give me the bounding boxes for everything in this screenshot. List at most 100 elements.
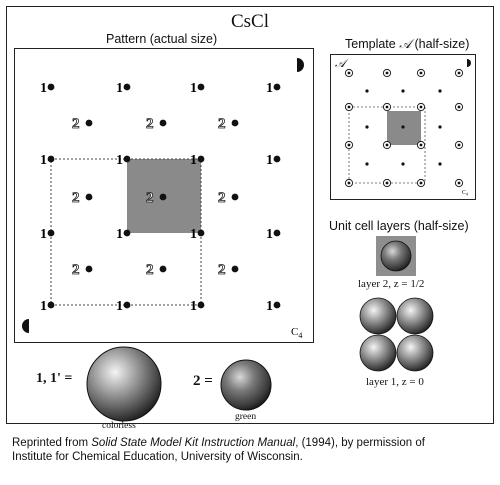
site-dot — [123, 155, 131, 163]
site-label-1: 1 — [40, 299, 47, 314]
site-dot — [47, 301, 55, 309]
template-dot-site — [365, 162, 369, 166]
site-label-1: 1 — [116, 299, 123, 314]
template-dot-site — [365, 89, 369, 93]
template-ring-center — [385, 105, 389, 109]
green-sphere-shape — [220, 359, 272, 411]
site-label-1: 1 — [266, 227, 273, 242]
site-dot — [197, 83, 205, 91]
site-dot — [197, 229, 205, 237]
site-dot — [273, 229, 281, 237]
site-dot — [85, 193, 93, 201]
site-dot — [123, 229, 131, 237]
site-label-1: 1 — [40, 81, 47, 96]
site-dot — [197, 301, 205, 309]
site-label-1: 1 — [190, 81, 197, 96]
layer-1-sphere — [359, 297, 397, 335]
template-ring-center — [347, 71, 351, 75]
site-dot — [159, 193, 167, 201]
template-ring-center — [457, 105, 461, 109]
site-label-1: 1 — [190, 227, 197, 242]
layer-2-label: layer 2, z = 1/2 — [358, 278, 425, 290]
template-ring-center — [419, 105, 423, 109]
layer-2-diagram — [376, 236, 416, 276]
site-label-1: 1 — [116, 227, 123, 242]
legend-label-1: 1, 1' = — [36, 371, 73, 386]
template-ring-center — [385, 181, 389, 185]
layer-1-diagram — [359, 297, 434, 372]
template-heading-prefix: Template — [345, 37, 400, 51]
template-dot-site — [438, 89, 442, 93]
layer-1-sphere — [396, 297, 434, 335]
template-ring-center — [347, 181, 351, 185]
template-panel: 𝒜 C4 — [330, 54, 476, 200]
legend-color-2: green — [235, 412, 257, 422]
pattern-heading: Pattern (actual size) — [106, 32, 218, 46]
site-dot — [85, 119, 93, 127]
site-dot — [273, 301, 281, 309]
figure-frame — [6, 6, 494, 424]
template-dot-site — [365, 125, 369, 129]
site-label-2: 2 — [72, 262, 80, 278]
site-label-1: 1 — [116, 153, 123, 168]
site-label-2: 2 — [72, 116, 80, 132]
half-circle-marker-bottom-left — [22, 319, 29, 333]
pattern-symmetry-code: C4 — [291, 326, 302, 340]
site-label-2: 2 — [146, 262, 154, 278]
site-dot — [197, 155, 205, 163]
site-label-1: 1 — [116, 81, 123, 96]
template-half-circle-marker — [467, 59, 471, 67]
site-label-2: 2 — [218, 262, 226, 278]
template-ring-center — [419, 71, 423, 75]
site-label-1: 1 — [266, 81, 273, 96]
template-ring-center — [457, 71, 461, 75]
layer-1-sphere — [396, 334, 434, 372]
credit-book-title: Solid State Model Kit Instruction Manual — [91, 437, 296, 449]
layer-2-sphere — [380, 240, 412, 272]
template-dot-site — [438, 162, 442, 166]
site-dot — [159, 265, 167, 273]
template-ring-center — [457, 143, 461, 147]
template-dot-site — [438, 125, 442, 129]
template-ring-center — [385, 143, 389, 147]
credit-line-2: Institute for Chemical Education, Univer… — [12, 451, 303, 463]
site-label-1: 1 — [190, 299, 197, 314]
site-dot — [47, 229, 55, 237]
site-label-2: 2 — [72, 190, 80, 206]
site-dot — [231, 265, 239, 273]
site-label-1: 1 — [266, 153, 273, 168]
template-dot-site — [401, 162, 405, 166]
template-ring-center — [419, 181, 423, 185]
site-dot — [273, 83, 281, 91]
template-corner-symbol: 𝒜 — [335, 58, 349, 70]
template-diagram: 𝒜 C4 — [335, 58, 471, 197]
template-ring-center — [419, 143, 423, 147]
colorless-sphere-shape — [86, 346, 162, 422]
site-dot — [231, 119, 239, 127]
site-label-1: 1 — [266, 299, 273, 314]
site-label-1: 1 — [190, 153, 197, 168]
credit-line-1: Reprinted from Solid State Model Kit Ins… — [12, 436, 425, 450]
layer-1-label: layer 1, z = 0 — [366, 376, 424, 388]
legend-label-2-text: 2 = — [193, 373, 213, 389]
site-dot — [123, 301, 131, 309]
template-ring-center — [385, 71, 389, 75]
site-dot — [47, 83, 55, 91]
layer-1-sphere — [359, 334, 397, 372]
template-ring-center — [347, 105, 351, 109]
site-dot — [123, 83, 131, 91]
green-sphere — [220, 359, 272, 411]
site-label-2: 2 — [218, 116, 226, 132]
template-heading: Template 𝒜 (half-size) — [345, 37, 469, 52]
site-label-2: 2 — [146, 190, 154, 206]
site-dot — [85, 265, 93, 273]
site-label-1: 1 — [40, 153, 47, 168]
site-dot — [231, 193, 239, 201]
site-label-1: 1 — [40, 227, 47, 242]
template-dot-site — [401, 89, 405, 93]
template-dot-site — [401, 125, 405, 129]
legend-color-1: colorless — [102, 421, 136, 431]
colorless-sphere — [86, 346, 162, 422]
